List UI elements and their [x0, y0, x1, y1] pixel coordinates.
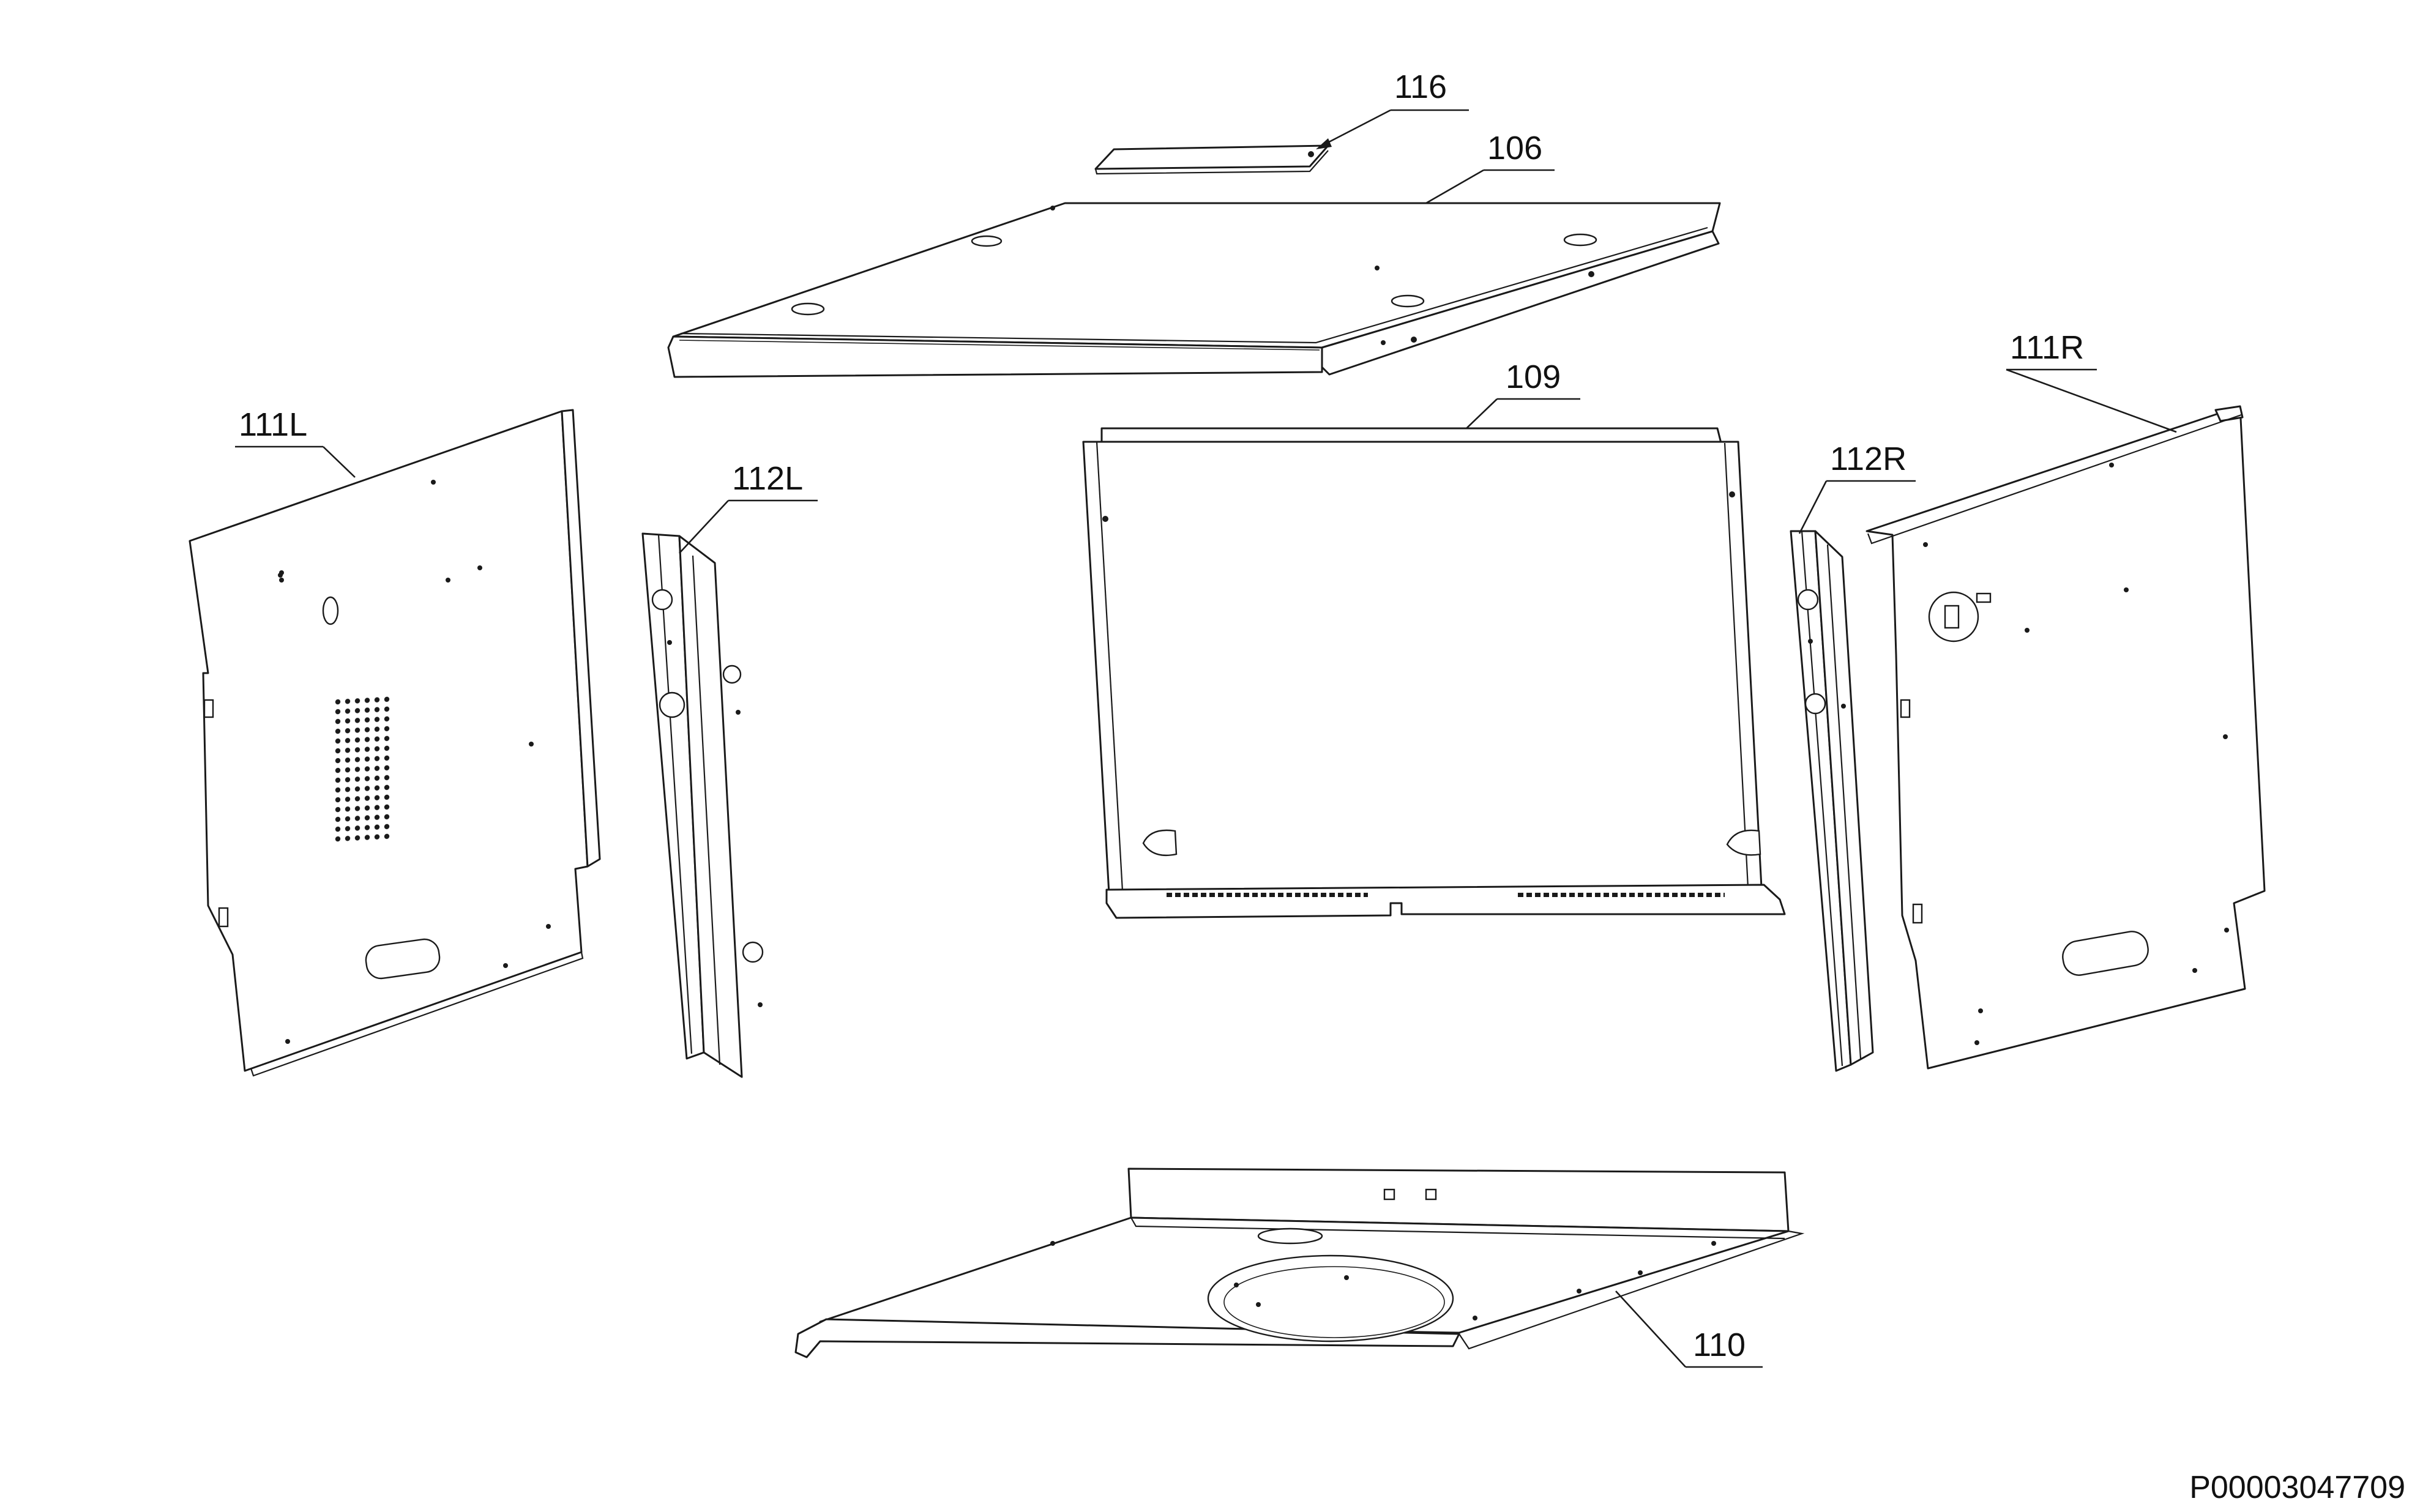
callout-109: 109 — [1466, 359, 1580, 429]
callout-label-112L: 112L — [732, 460, 803, 497]
callout-112R: 112R — [1798, 441, 1916, 534]
part-106-top-panel — [667, 202, 1721, 378]
callout-label-111R: 111R — [2010, 329, 2084, 366]
callout-111R: 111R — [2006, 329, 2177, 433]
callout-112L: 112L — [679, 460, 818, 554]
callout-106: 106 — [1425, 130, 1555, 204]
callout-111L: 111L — [235, 406, 356, 478]
part-116-cover-plate — [1094, 144, 1329, 175]
callout-110: 110 — [1615, 1290, 1763, 1368]
part-112L-left-rail — [641, 532, 764, 1078]
callout-label-109: 109 — [1506, 359, 1561, 395]
callout-label-106: 106 — [1487, 130, 1542, 166]
callout-label-111L: 111L — [239, 406, 307, 443]
document-id: P00003047709 — [2189, 1470, 2405, 1505]
callout-label-112R: 112R — [1830, 441, 1906, 477]
callout-label-110: 110 — [1693, 1327, 1746, 1363]
callout-116: 116 — [1316, 69, 1469, 149]
part-110-bottom-panel — [794, 1168, 1805, 1358]
part-109-back-panel — [1082, 427, 1786, 919]
part-111L-left-side-panel — [189, 409, 601, 1077]
callout-label-116: 116 — [1394, 69, 1447, 105]
part-112R-right-rail — [1790, 530, 1874, 1072]
part-111R-right-side-panel — [1865, 405, 2266, 1070]
